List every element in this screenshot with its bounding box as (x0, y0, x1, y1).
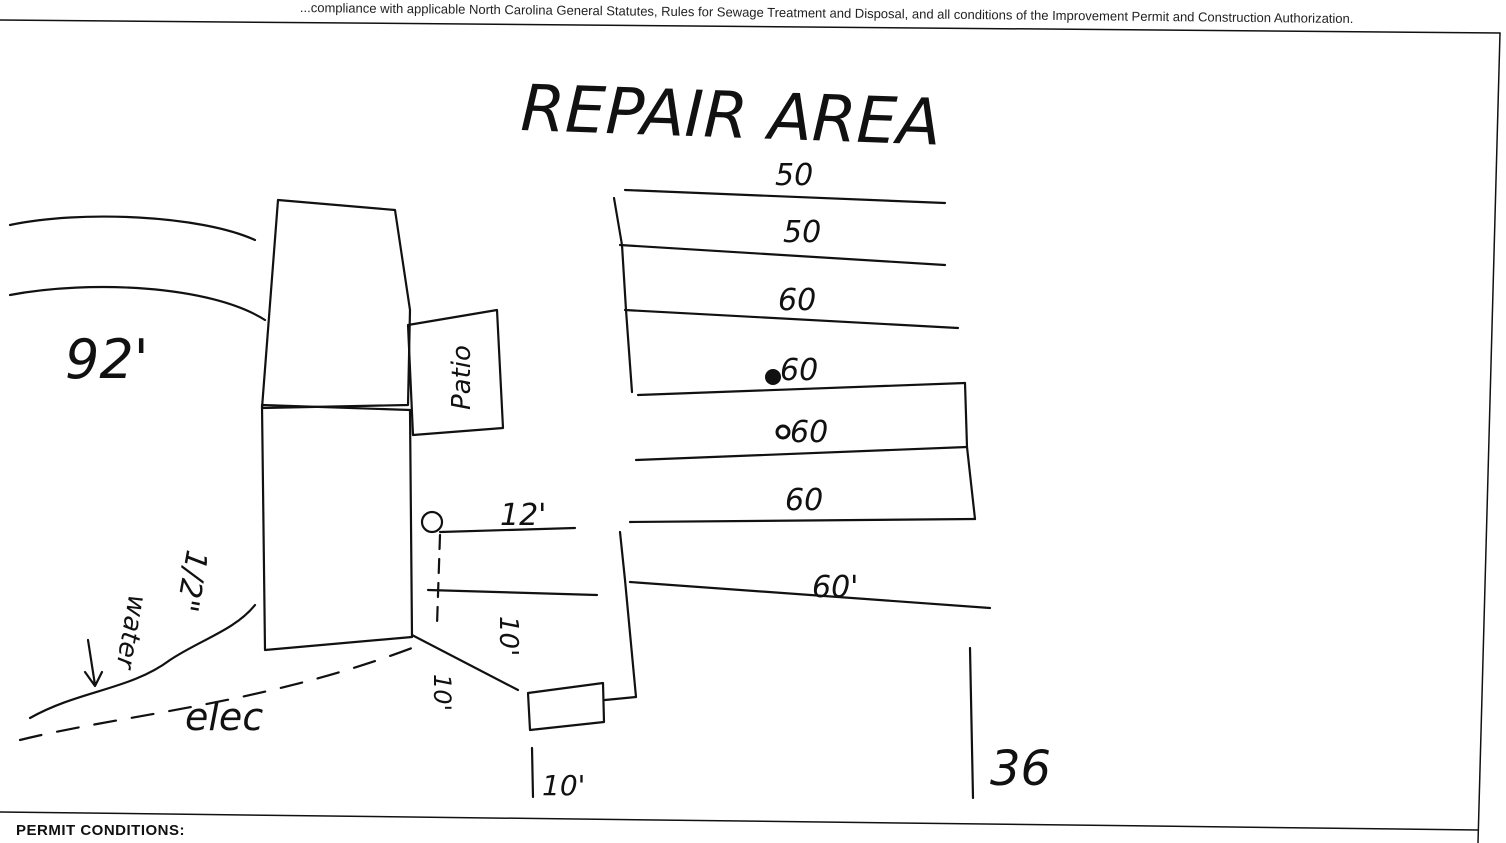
repair-line-lower-left-edge (603, 530, 638, 702)
bottom-vertical-line (530, 746, 535, 799)
repair-line-6 (628, 517, 977, 524)
elec-dashed-line (18, 646, 414, 742)
ten-label-2: 10' (428, 674, 456, 711)
permit-conditions-label: PERMIT CONDITIONS: (16, 822, 185, 839)
cleanout-circle (420, 510, 444, 534)
form-frame-bottom (0, 811, 1479, 831)
form-frame-right (1477, 32, 1501, 843)
short-line-lower (426, 588, 599, 597)
repair-line-1 (623, 188, 947, 205)
patio-label: Patio (447, 345, 477, 410)
patio-outline (406, 308, 505, 437)
line-length-label-1: 50 (775, 158, 813, 193)
house-upper-block (260, 198, 412, 410)
water-arrow (83, 638, 104, 688)
repair-line-5 (634, 445, 969, 462)
water-label: water (109, 593, 152, 673)
road-upper-line (8, 215, 257, 242)
line-length-label-4: 60 (780, 353, 818, 388)
repair-line-7 (628, 580, 992, 610)
repair-line-3 (623, 308, 960, 330)
dashed-line-vertical (435, 533, 442, 627)
line-length-label-6: 60 (785, 483, 823, 518)
water-wavy-line (28, 603, 257, 720)
short-line-label: 12' (500, 498, 546, 533)
road-lower-line (8, 285, 267, 322)
house-lower-block (260, 403, 414, 652)
corner-number: 36 (990, 741, 1051, 797)
water-number: 1/2" (169, 547, 214, 614)
repair-line-left-edge (612, 196, 634, 394)
dot-marker-2 (775, 424, 791, 440)
distance-label: 92' (65, 328, 149, 391)
repair-line-4 (636, 381, 967, 397)
elec-label: elec (185, 695, 263, 739)
line-length-label-2: 50 (783, 215, 821, 250)
sketch-title: REPAIR AREA (519, 72, 942, 161)
repair-line-2 (618, 243, 947, 267)
ten-label-1: 10' (493, 616, 523, 656)
dot-marker-1 (765, 369, 781, 385)
line-length-label-7: 60' (812, 570, 858, 605)
line-length-label-3: 60 (778, 283, 816, 318)
form-frame-top (0, 19, 1501, 34)
line-length-label-5: 60 (790, 415, 828, 450)
diagonal-pipe (410, 633, 520, 692)
ten-label-3: 10' (542, 769, 585, 802)
tank-box (526, 681, 606, 732)
corner-vertical-line (968, 646, 975, 800)
short-line-12 (438, 526, 577, 534)
repair-line-right-edge (963, 381, 977, 521)
